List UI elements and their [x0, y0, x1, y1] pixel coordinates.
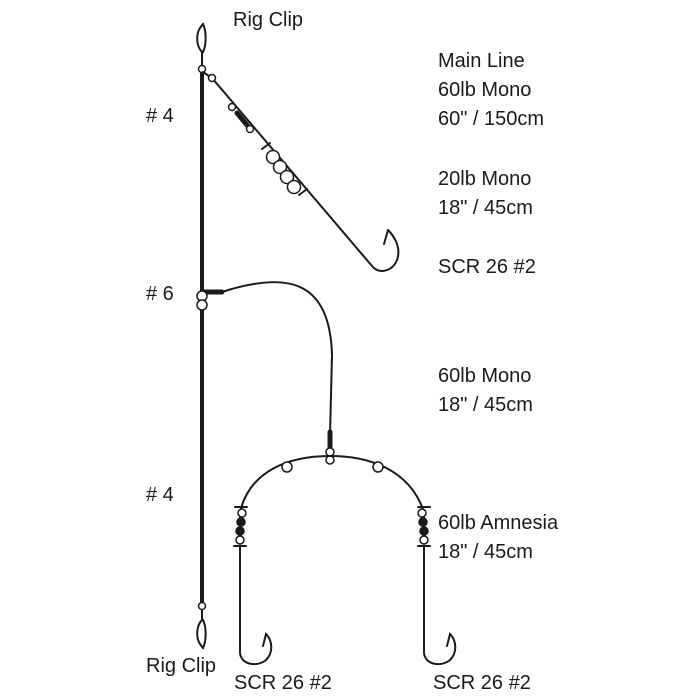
- spec-line: 60lb Amnesia: [438, 512, 559, 534]
- spec-line: Main Line: [438, 50, 525, 72]
- right-bead-white: [419, 535, 429, 545]
- spec-line: 60lb Mono: [438, 79, 532, 101]
- bottom-hook-left-spec: SCR 26 #2: [234, 672, 332, 694]
- upper-snood-bead: [227, 102, 237, 112]
- swivel-bottom-label: # 4: [146, 484, 174, 506]
- upper-snood-line: [202, 71, 400, 272]
- upper-snood-bead: [265, 149, 281, 165]
- swivel-top-label: # 4: [146, 105, 174, 127]
- spec-line: 18" / 45cm: [438, 197, 533, 219]
- lower-snood-spec: 60lb Mono 18" / 45cm: [438, 362, 533, 420]
- upper-crimp: [234, 110, 250, 128]
- boom-swivel-ring: [325, 447, 335, 457]
- left-bead-white: [237, 508, 247, 518]
- spec-line: 18" / 45cm: [438, 394, 533, 416]
- rig-clip-top-ring: [197, 64, 207, 74]
- right-bead-black: [418, 517, 428, 527]
- right-bead-white: [417, 508, 427, 518]
- left-bead-black: [235, 526, 245, 536]
- mid-swivel-ring: [196, 299, 208, 311]
- upper-snood-bead: [279, 169, 295, 185]
- rig-clip-bottom-label: Rig Clip: [146, 655, 217, 677]
- right-bead-black: [419, 526, 429, 536]
- upper-hook-spec: SCR 26 #2: [438, 256, 536, 278]
- rig-clip-top-label: Rig Clip: [233, 9, 304, 31]
- upper-snood-spec: 20lb Mono 18" / 45cm: [438, 165, 533, 223]
- spec-line: 20lb Mono: [438, 168, 532, 190]
- spec-line: 60lb Mono: [438, 365, 532, 387]
- upper-snood-bead: [207, 73, 217, 83]
- main-line-spec: Main Line 60lb Mono 60" / 150cm: [438, 47, 544, 134]
- amnesia-bead: [372, 461, 384, 473]
- upper-stopper: [261, 142, 271, 150]
- left-hook-icon: [239, 545, 273, 666]
- upper-snood-bead: [245, 124, 255, 134]
- boom-swivel-ring: [325, 455, 335, 465]
- amnesia-spec: 60lb Amnesia 18" / 45cm: [438, 509, 558, 567]
- left-bead-white: [235, 535, 245, 545]
- spec-line: 60" / 150cm: [438, 108, 545, 130]
- upper-hook-barb-icon: [383, 229, 389, 245]
- rig-clip-bottom-ring: [197, 601, 207, 611]
- amnesia-arch-line: [239, 454, 425, 541]
- right-hook-icon: [423, 545, 457, 666]
- lower-snood-line: [221, 281, 334, 436]
- rig-clip-bottom-icon: [196, 606, 207, 650]
- left-bead-black: [236, 517, 246, 527]
- upper-snood-bead: [272, 159, 288, 175]
- upper-stopper: [298, 188, 308, 196]
- amnesia-bead: [281, 461, 293, 473]
- swivel-mid-label: # 6: [146, 283, 174, 305]
- rig-clip-top-icon: [196, 22, 207, 69]
- upper-snood-bead: [286, 179, 302, 195]
- spec-line: 18" / 45cm: [438, 541, 533, 563]
- bottom-hook-right-spec: SCR 26 #2: [433, 672, 531, 694]
